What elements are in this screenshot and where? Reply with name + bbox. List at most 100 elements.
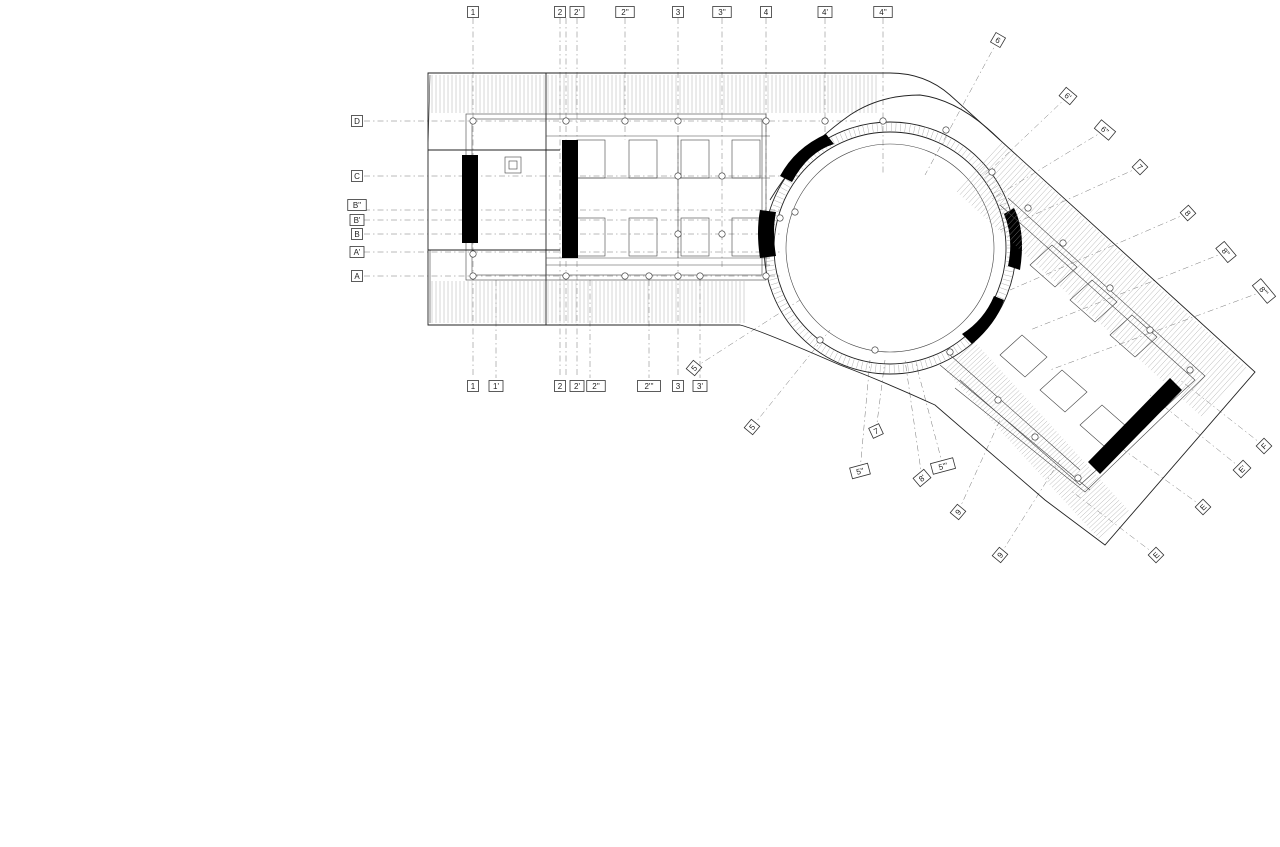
grid-tag-left: D [351,115,363,127]
hatch-band-diagonal [944,142,1247,539]
columns [469,117,1194,482]
grid-tag-left: C [351,170,363,182]
column [469,250,477,258]
column [674,172,682,180]
grid-tag-radial: 6'' [1093,119,1117,141]
east-wing [939,142,1247,539]
svg-text:3': 3' [697,382,703,391]
grid-tag-bottom: 1 [467,380,479,392]
svg-text:B: B [354,230,359,239]
column [621,117,629,125]
svg-text:2'': 2'' [592,382,600,391]
svg-text:3: 3 [676,8,681,17]
grid-tag-left: B'' [347,199,367,211]
grid-tag-top: 4' [817,6,833,18]
column [816,336,824,344]
grid-tag-radial: 8' [912,468,932,488]
column [871,346,879,354]
grid-tag-wing: E' [1232,459,1252,479]
svg-text:3: 3 [676,382,681,391]
column [718,230,726,238]
column [674,272,682,280]
svg-text:D: D [354,117,360,126]
svg-text:3'': 3'' [718,8,726,17]
svg-text:5: 5 [748,422,758,432]
column [994,396,1002,404]
grid-tag-top: 4 [760,6,772,18]
column [942,126,950,134]
column [1106,284,1114,292]
svg-text:8'': 8'' [1220,247,1232,259]
svg-text:2'': 2'' [621,8,629,17]
svg-text:4: 4 [764,8,769,17]
svg-text:6'': 6'' [1099,125,1111,137]
grid-tag-top: 1 [467,6,479,18]
svg-text:1: 1 [471,8,476,17]
grid-tag-left: B [351,228,363,240]
hatch-band-north [431,75,877,113]
grid-tag-radial: 6 [989,31,1007,49]
grid-tag-left: A' [349,246,365,258]
grid-tag-top: 3'' [712,6,732,18]
svg-text:4'': 4'' [879,8,887,17]
svg-text:4': 4' [822,8,828,17]
column [1031,433,1039,441]
grid-tag-bottom: 2 [554,380,566,392]
svg-text:2': 2' [574,8,580,17]
column [621,272,629,280]
grid-tag-bottom: 2'' [586,380,606,392]
svg-text:8': 8' [917,473,928,484]
column [696,272,704,280]
svg-text:2: 2 [558,8,563,17]
grid-tag-radial: 5''' [929,457,957,475]
svg-text:1: 1 [471,382,476,391]
svg-text:B': B' [354,216,361,225]
grid-tags: 1 2 2' 2'' 3 3'' 4 4' 4'' 1 1' 2 2' 2'' 2''' 3 3' D C B'' B'… [347,6,1277,564]
column [762,117,770,125]
column [1074,474,1082,482]
grid-tag-radial: 6' [1058,86,1078,106]
column [1146,326,1154,334]
svg-text:5'': 5'' [855,466,865,477]
column [762,272,770,280]
svg-text:1': 1' [493,382,499,391]
column [469,117,477,125]
grid-tag-wing: F [1255,437,1273,455]
column [674,230,682,238]
svg-text:B'': B'' [353,201,362,210]
svg-text:2''': 2''' [644,382,654,391]
svg-text:5''': 5''' [938,461,950,472]
grid-tag-radial: 9 [991,546,1009,564]
grid-tag-radial: 7 [868,423,884,439]
grid-tag-bottom: 2' [569,380,585,392]
svg-text:A': A' [354,248,361,257]
column [674,117,682,125]
svg-text:7: 7 [872,426,880,436]
svg-text:6: 6 [994,35,1003,45]
column [1186,366,1194,374]
grid-tag-bottom: 3' [692,380,708,392]
grid-tag-radial: 8 [1179,204,1197,222]
column [879,117,887,125]
column [1059,239,1067,247]
column [469,272,477,280]
svg-text:E: E [1151,550,1161,560]
rotunda [758,94,1022,375]
column [776,214,784,222]
svg-text:2: 2 [558,382,563,391]
column [946,348,954,356]
grid-tag-bottom: 3 [672,380,684,392]
grid-tag-radial: 9 [949,503,967,521]
grid-tag-top: 3 [672,6,684,18]
svg-text:5: 5 [690,363,700,373]
grid-tag-radial: 7 [1131,158,1149,176]
svg-text:F: F [1259,441,1269,451]
grid-tag-wing: E [1147,546,1165,564]
grid-tag-radial: 5 [685,359,703,377]
grid-tag-bottom: 2''' [637,380,661,392]
svg-text:2': 2' [574,382,580,391]
svg-text:8: 8 [1183,209,1193,219]
svg-text:6': 6' [1062,91,1073,102]
column [562,272,570,280]
